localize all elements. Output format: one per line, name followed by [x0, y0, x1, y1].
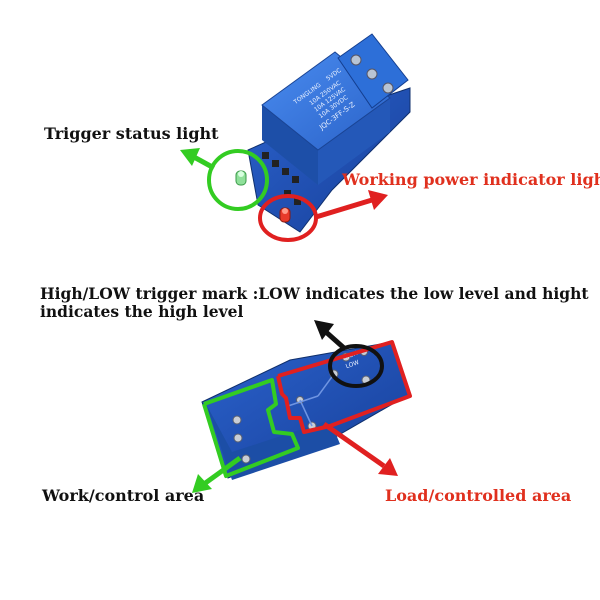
- mark-arrow-shaft: [324, 330, 346, 350]
- work-area-outline: [202, 378, 300, 478]
- trigger-light-highlight-circle: [207, 149, 269, 211]
- pcb-traces: [287, 373, 335, 427]
- trigger-mark-label-line-1: High/LOW trigger mark :LOW indicates the…: [40, 284, 589, 303]
- trigger-status-light-label: Trigger status light: [44, 124, 219, 143]
- terminal-screw: [350, 54, 362, 66]
- relay-body-front: [318, 98, 390, 185]
- power-light-highlight-circle: [258, 194, 318, 242]
- bottom-relay-module: HIGH LOW: [192, 320, 412, 493]
- work-control-area-label: Work/control area: [42, 486, 205, 505]
- trigger-mark-label: High/LOW trigger mark :LOW indicates the…: [40, 285, 589, 321]
- load-area-outline: [276, 340, 412, 434]
- red-led: [279, 207, 291, 223]
- load-arrow-head: [378, 458, 398, 476]
- relay-body-side: [262, 105, 318, 185]
- low-mark-text: LOW: [345, 359, 360, 370]
- trigger-arrow-head: [180, 148, 200, 166]
- trigger-mark-label-line-2: indicates the high level: [40, 302, 244, 321]
- working-power-indicator-label: Working power indicator light: [342, 170, 600, 189]
- mark-arrow-head: [314, 320, 334, 340]
- load-controlled-area-label: Load/controlled area: [385, 486, 572, 505]
- power-arrow-shaft: [315, 197, 373, 220]
- top-relay-module: TONGLING 5VDC 10A 250VAC 10A 125VAC 10A …: [180, 33, 411, 242]
- power-arrow-head: [368, 190, 388, 210]
- terminal-screw: [382, 82, 394, 94]
- pin-header: [262, 152, 301, 205]
- trigger-mark-highlight-circle: [328, 344, 384, 388]
- green-led: [235, 170, 247, 186]
- terminal-screw: [366, 68, 378, 80]
- work-arrow-shaft: [202, 455, 242, 487]
- trigger-arrow-shaft: [192, 154, 216, 171]
- load-arrow-shaft: [322, 421, 386, 469]
- work-arrow-head: [192, 474, 212, 493]
